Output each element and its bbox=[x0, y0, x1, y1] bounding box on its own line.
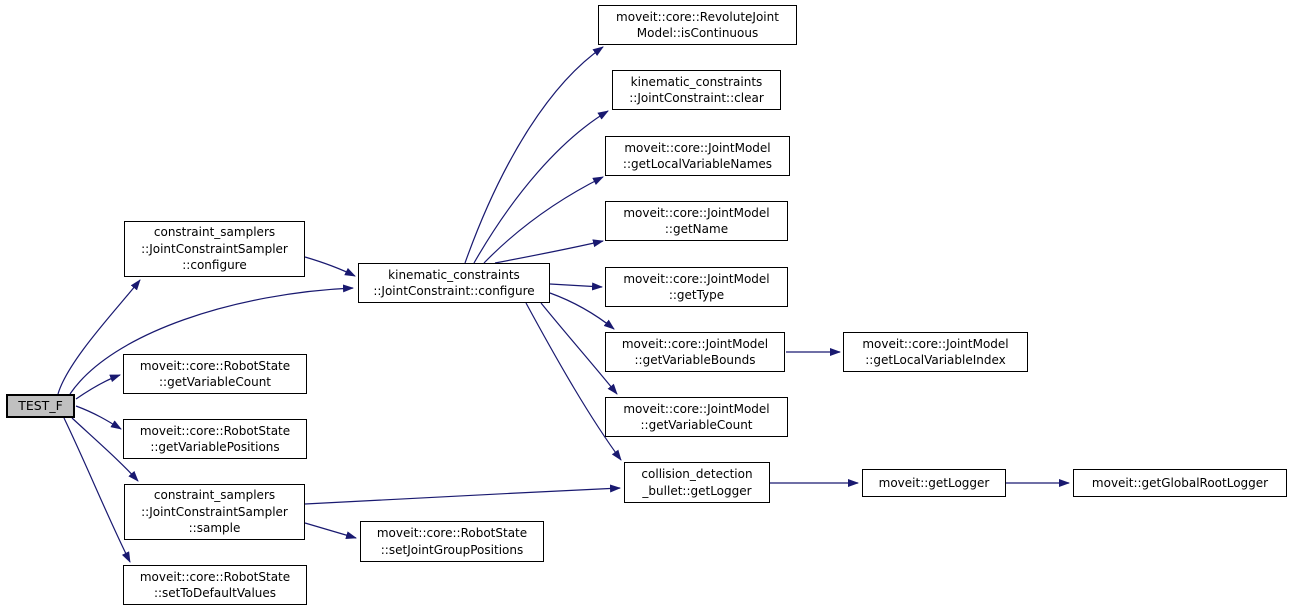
node-collision-bullet-get-logger[interactable]: collision_detection_bullet::getLogger bbox=[624, 462, 770, 503]
node-label-line: ::getType bbox=[668, 288, 725, 302]
node-label-line: collision_detection bbox=[641, 467, 753, 481]
edge-test-f-to-robotstate-set-to-default-values bbox=[63, 417, 131, 563]
node-label-line: ::getLocalVariableNames bbox=[622, 157, 773, 171]
node-label-line: moveit::core::JointModel bbox=[623, 271, 770, 286]
node-moveit-get-global-root-logger[interactable]: moveit::getGlobalRootLogger bbox=[1073, 469, 1287, 497]
edge-test-f-to-jointconstraint-configure bbox=[69, 284, 354, 395]
node-label-line: ::JointConstraintSampler bbox=[141, 241, 288, 256]
edge-test-f-to-robotstate-get-variable-count bbox=[75, 374, 121, 400]
node-label-line: moveit::getGlobalRootLogger bbox=[1091, 475, 1269, 490]
edge-jointconstraint-configure-to-collision-bullet-get-logger bbox=[525, 302, 622, 461]
node-label-line: ::getVariablePositions bbox=[150, 440, 280, 454]
node-label-line: constraint_samplers bbox=[153, 488, 276, 503]
edge-sampler-sample-to-collision-bullet-get-logger bbox=[304, 484, 621, 505]
node-label-line: moveit::core::JointModel bbox=[623, 401, 770, 416]
node-label-line: ::getVariableCount bbox=[158, 375, 271, 389]
node-label-line: moveit::core::JointModel bbox=[621, 336, 769, 351]
node-jointmodel-get-local-variable-names[interactable]: moveit::core::JointModel::getLocalVariab… bbox=[605, 136, 790, 176]
edge-jointconstraint-configure-to-jointconstraint-clear bbox=[473, 110, 609, 264]
edge-sampler-sample-to-robotstate-set-joint-group-positions bbox=[304, 522, 357, 540]
node-label-line: ::setJointGroupPositions bbox=[380, 542, 524, 557]
node-label-line: ::JointConstraintSampler bbox=[141, 504, 288, 519]
node-label-line: moveit::core::JointModel bbox=[624, 140, 771, 155]
node-label-line: moveit::core::RobotState bbox=[139, 423, 291, 438]
edge-sampler-configure-to-jointconstraint-configure bbox=[304, 256, 356, 277]
node-label-line: TEST_F bbox=[18, 397, 63, 413]
node-robotstate-set-joint-group-positions[interactable]: moveit::core::RobotState::setJointGroupP… bbox=[360, 521, 544, 562]
edge-test-f-to-robotstate-get-variable-positions bbox=[75, 405, 122, 430]
node-label-line: ::getLocalVariableIndex bbox=[865, 353, 1006, 367]
node-label-line: kinematic_constraints bbox=[388, 267, 520, 282]
node-robotstate-get-variable-count[interactable]: moveit::core::RobotState::getVariableCou… bbox=[123, 354, 307, 394]
node-label-line: moveit::core::RevoluteJoint bbox=[616, 9, 779, 24]
node-label-line: _bullet::getLogger bbox=[642, 483, 752, 498]
node-jointmodel-get-variable-count[interactable]: moveit::core::JointModel::getVariableCou… bbox=[605, 397, 788, 437]
node-jointmodel-get-name[interactable]: moveit::core::JointModel::getName bbox=[605, 201, 788, 241]
node-label-line: moveit::getLogger bbox=[878, 475, 990, 490]
node-jointmodel-get-variable-bounds[interactable]: moveit::core::JointModel::getVariableBou… bbox=[605, 332, 785, 372]
node-label-line: ::JointConstraint::clear bbox=[629, 91, 764, 105]
edge-jointconstraint-configure-to-revolutejoint-is-continuous bbox=[464, 46, 604, 264]
node-label-line: moveit::core::RobotState bbox=[139, 358, 291, 373]
node-label-line: ::getVariableBounds bbox=[634, 353, 756, 367]
edge-jointconstraint-configure-to-jointmodel-get-variable-count bbox=[540, 302, 618, 395]
node-jointmodel-get-local-variable-index[interactable]: moveit::core::JointModel::getLocalVariab… bbox=[843, 332, 1028, 372]
node-label-line: ::configure bbox=[182, 258, 247, 273]
node-label-line: ::getVariableCount bbox=[640, 418, 753, 432]
edge-jointconstraint-configure-to-jointmodel-get-variable-bounds bbox=[549, 292, 615, 330]
node-label-line: ::sample bbox=[188, 521, 241, 536]
node-jointconstraint-clear[interactable]: kinematic_constraints::JointConstraint::… bbox=[612, 70, 781, 110]
edge-jointconstraint-configure-to-jointmodel-get-type bbox=[549, 282, 603, 291]
node-label-line: ::getName bbox=[664, 222, 729, 236]
node-sampler-configure[interactable]: constraint_samplers::JointConstraintSamp… bbox=[124, 221, 305, 277]
node-label-line: Model::isContinuous bbox=[636, 26, 759, 40]
edge-jointconstraint-configure-to-jointmodel-get-name bbox=[494, 239, 604, 264]
node-label-line: kinematic_constraints bbox=[630, 74, 763, 89]
node-robotstate-set-to-default-values[interactable]: moveit::core::RobotState::setToDefaultVa… bbox=[123, 565, 307, 605]
node-moveit-get-logger[interactable]: moveit::getLogger bbox=[862, 469, 1006, 497]
node-label-line: constraint_samplers bbox=[153, 225, 276, 240]
node-jointconstraint-configure[interactable]: kinematic_constraints::JointConstraint::… bbox=[358, 263, 550, 303]
node-label-line: ::setToDefaultValues bbox=[153, 586, 277, 600]
node-sampler-sample[interactable]: constraint_samplers::JointConstraintSamp… bbox=[124, 484, 305, 540]
node-label-line: moveit::core::JointModel bbox=[862, 336, 1009, 351]
edge-jointconstraint-configure-to-jointmodel-get-local-variable-names bbox=[483, 176, 604, 264]
node-label-line: moveit::core::RobotState bbox=[139, 569, 291, 584]
edge-test-f-to-sampler-sample bbox=[71, 417, 139, 482]
node-label-line: moveit::core::JointModel bbox=[623, 205, 770, 220]
node-label-line: moveit::core::RobotState bbox=[376, 526, 528, 540]
node-test-f[interactable]: TEST_F bbox=[6, 394, 75, 418]
node-label-line: ::JointConstraint::configure bbox=[373, 284, 535, 298]
node-jointmodel-get-type[interactable]: moveit::core::JointModel::getType bbox=[605, 267, 788, 307]
edge-test-f-to-sampler-configure bbox=[57, 279, 141, 395]
node-robotstate-get-variable-positions[interactable]: moveit::core::RobotState::getVariablePos… bbox=[123, 419, 307, 459]
